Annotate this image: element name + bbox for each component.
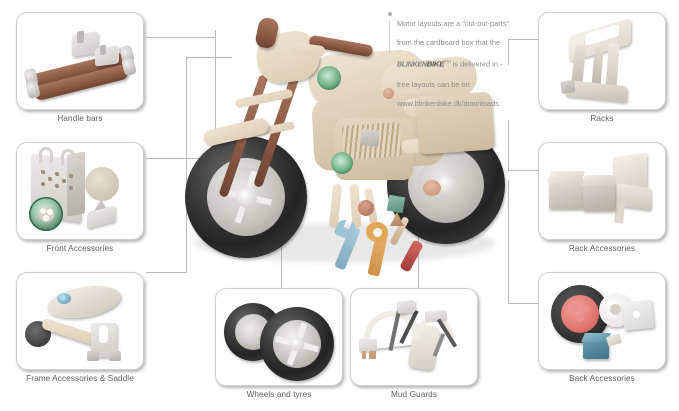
caption-handle-bars: Handle bars bbox=[57, 114, 103, 123]
mud-guards-art bbox=[351, 289, 477, 385]
note-text: Motor layouts are a "cut-out-parts" from… bbox=[397, 9, 521, 108]
tail-light-leds bbox=[569, 303, 591, 325]
connector-wheels-v bbox=[281, 214, 282, 288]
wood-knob-2 bbox=[383, 88, 394, 99]
connector-back-accessories bbox=[508, 303, 538, 304]
rear-wheel-hub bbox=[436, 175, 456, 195]
reflector-disc-center bbox=[610, 304, 621, 315]
balance-bike-illustration bbox=[165, 8, 515, 278]
connector-frame-accessories-h2 bbox=[146, 272, 187, 273]
wheel-large-hub bbox=[290, 337, 304, 351]
connector-rack-accessories bbox=[508, 170, 538, 171]
caption-front-accessories: Front Accessories bbox=[46, 244, 114, 253]
note-line-1: Motor layouts are a "cut-out-parts" bbox=[397, 18, 510, 28]
handlebar-clamp-2 bbox=[95, 45, 119, 67]
caption-wheels-and-tyres: Wheels and tyres bbox=[246, 390, 312, 399]
tool-bracket-teal bbox=[386, 194, 406, 214]
note-line-2: from the cardboard box that the bbox=[397, 37, 501, 47]
bracket-plate bbox=[360, 129, 380, 147]
note-line-5: www.blinkenbike.dk/downloads bbox=[397, 98, 499, 108]
back-accessories-art bbox=[539, 273, 665, 369]
saddle bbox=[44, 280, 124, 324]
connector-frame-accessories-h1 bbox=[186, 57, 232, 58]
frame-bracket-foot-right bbox=[109, 351, 121, 361]
front-mount-plate bbox=[87, 205, 115, 229]
note-line-3-tail: is delivered in - bbox=[450, 59, 503, 69]
indicator-lamp-green bbox=[331, 152, 353, 174]
box-mud-guards[interactable] bbox=[350, 288, 478, 386]
caption-frame-accessories: Frame Accessories & Saddle bbox=[26, 374, 134, 383]
mount-block-teal bbox=[583, 337, 609, 359]
box-frame-accessories[interactable] bbox=[16, 272, 144, 370]
connector-rack-accessories-v bbox=[508, 120, 509, 171]
rack-mount-tab bbox=[560, 80, 576, 94]
front-headlight-disc bbox=[85, 167, 119, 201]
caption-racks: Racks bbox=[590, 114, 614, 123]
racks-art bbox=[539, 13, 665, 109]
connector-racks-v bbox=[508, 39, 509, 65]
box-racks[interactable] bbox=[538, 12, 666, 110]
brand-trademark: TM bbox=[444, 58, 451, 64]
caption-mud-guards: Mud Guards bbox=[390, 390, 438, 399]
frame-bracket-foot-left bbox=[87, 351, 99, 361]
wheels-and-tyres-art bbox=[216, 289, 342, 385]
handle-bars-art bbox=[17, 13, 143, 109]
connector-racks bbox=[508, 39, 538, 40]
reflector-plate-hole bbox=[633, 311, 640, 318]
rack-crate-right-top bbox=[580, 175, 618, 186]
box-handle-bars[interactable] bbox=[16, 12, 144, 110]
screwdriver-handle bbox=[399, 239, 424, 273]
caption-back-accessories: Back Accessories bbox=[569, 374, 635, 383]
rack-accessories-art bbox=[539, 143, 665, 239]
handlebar-clamp-2-slot bbox=[100, 44, 106, 56]
front-wheel-hub bbox=[236, 187, 257, 208]
headlight-lamp-green bbox=[317, 66, 341, 90]
mount-block-stem bbox=[605, 333, 623, 347]
tool-washer bbox=[358, 200, 374, 216]
mudguard-rear-bracket bbox=[424, 310, 448, 323]
connector-front-accessories-h bbox=[146, 158, 216, 159]
saddle-badge bbox=[57, 293, 71, 304]
tools-group bbox=[330, 194, 450, 282]
box-front-accessories[interactable] bbox=[16, 142, 144, 240]
note-bullet-icon bbox=[388, 12, 392, 16]
mudguard-front-plate bbox=[396, 300, 416, 314]
brand-bike: BIKE bbox=[426, 59, 445, 69]
connector-frame-accessories-v bbox=[186, 57, 187, 273]
connector-back-accessories-v bbox=[508, 180, 509, 304]
front-basket-hook-right bbox=[61, 149, 75, 165]
connector-front-accessories-v bbox=[215, 30, 216, 159]
note-line-4: free layouts can be on bbox=[397, 79, 470, 89]
box-rack-accessories[interactable] bbox=[538, 142, 666, 240]
front-basket-hook-left bbox=[39, 147, 53, 163]
box-wheels-and-tyres[interactable] bbox=[215, 288, 343, 386]
brand-blinken: BLINKEN bbox=[397, 61, 427, 69]
mudguard-front-bracket bbox=[359, 339, 377, 353]
front-accessories-art bbox=[17, 143, 143, 239]
front-basket-holes bbox=[37, 166, 77, 200]
connector-handle-bars bbox=[146, 37, 216, 38]
caption-rack-accessories: Rack Accessories bbox=[568, 244, 636, 253]
front-lamp-leds bbox=[39, 207, 54, 222]
rack-crate-right bbox=[583, 181, 615, 211]
mudguard-front-pegs bbox=[362, 351, 376, 359]
box-back-accessories[interactable] bbox=[538, 272, 666, 370]
rack-crate-left-top bbox=[546, 171, 586, 183]
frame-accessories-art bbox=[17, 273, 143, 369]
wood-knob bbox=[423, 180, 441, 196]
frame-bracket-slot bbox=[99, 325, 108, 343]
handlebar-clamp-1-slot bbox=[77, 30, 84, 44]
note-left-rule bbox=[389, 20, 390, 54]
note-brand-line: BLINKENBIKETM is delivered in - bbox=[397, 57, 521, 70]
rack-seat-leg bbox=[614, 202, 625, 224]
